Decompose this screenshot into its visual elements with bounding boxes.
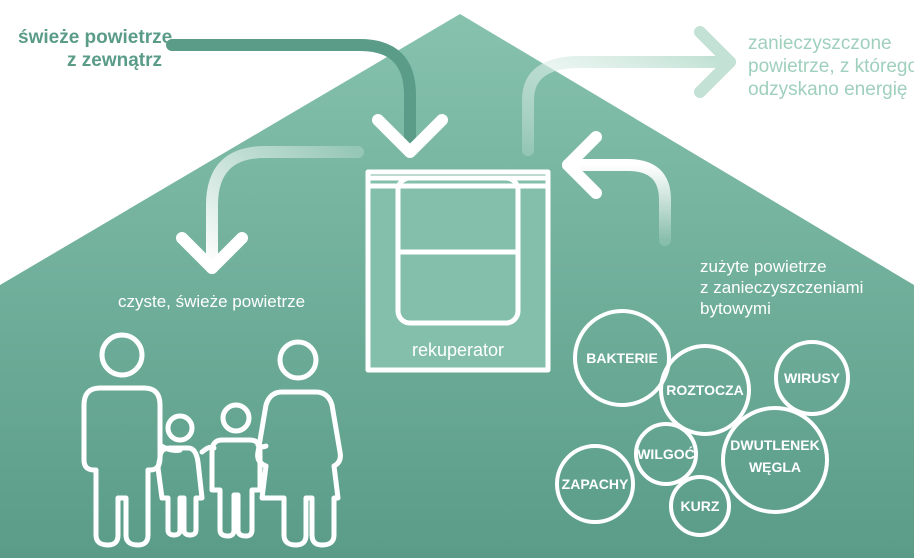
pollutant-zapachy: ZAPACHY: [562, 476, 629, 492]
family-icon: [81, 332, 343, 548]
fresh-outside-line1: świeże powietrze: [18, 27, 173, 48]
supply-air-arrow: [176, 146, 364, 274]
pollutant-wirusy: WIRUSY: [784, 370, 841, 386]
pollutant-dwutlenek: DWUTLENEK WĘGLA: [730, 437, 819, 475]
bubble-dwutlenek: [721, 406, 829, 514]
recuperator-label: rekuperator: [412, 340, 504, 360]
bubble-kurz: [669, 475, 731, 537]
pollutant-dwutlenek-line: WĘGLA: [749, 459, 801, 475]
used-air-line2: z zanieczyszczeniami: [700, 278, 864, 297]
fresh-outside-line2: z zewnątrz: [66, 50, 162, 71]
pollutant-bakterie: BAKTERIE: [586, 350, 658, 366]
extract-air-arrow: [562, 131, 671, 246]
used-air-line3: bytowymi: [700, 299, 771, 318]
pollutant-bubbles: [555, 309, 850, 537]
bubble-wirusy: [774, 340, 850, 416]
fresh-outside-label: świeże powietrze z zewnątrz: [18, 26, 173, 72]
bubble-wilgoc: [634, 422, 698, 486]
polluted-out-line3: odzyskano energię: [748, 79, 908, 100]
bubble-roztocza: [659, 344, 751, 436]
exhaust-out-arrow: [522, 26, 736, 156]
pollutant-kurz: KURZ: [681, 498, 720, 514]
bubble-zapachy: [555, 444, 635, 524]
pollutant-wilgoc: WILGOĆ: [637, 445, 695, 462]
recuperator-icon: [365, 169, 551, 373]
polluted-out-line1: zanieczyszczone: [748, 33, 892, 54]
clean-fresh-label: czyste, świeże powietrze: [118, 290, 305, 313]
used-air-line1: zużyte powietrze: [700, 257, 827, 276]
clean-fresh-text: czyste, świeże powietrze: [118, 292, 306, 311]
bubble-bakterie: [573, 309, 671, 407]
fresh-air-in-arrow: [166, 39, 448, 158]
pollutant-dwutlenek-line: DWUTLENEK: [730, 437, 819, 453]
used-air-label: zużyte powietrze z zanieczyszczeniami by…: [700, 256, 863, 319]
polluted-out-label: zanieczyszczone powietrze, z którego odz…: [748, 32, 914, 101]
pollutant-roztocza: ROZTOCZA: [666, 382, 744, 398]
polluted-out-line2: powietrze, z którego: [748, 56, 914, 77]
